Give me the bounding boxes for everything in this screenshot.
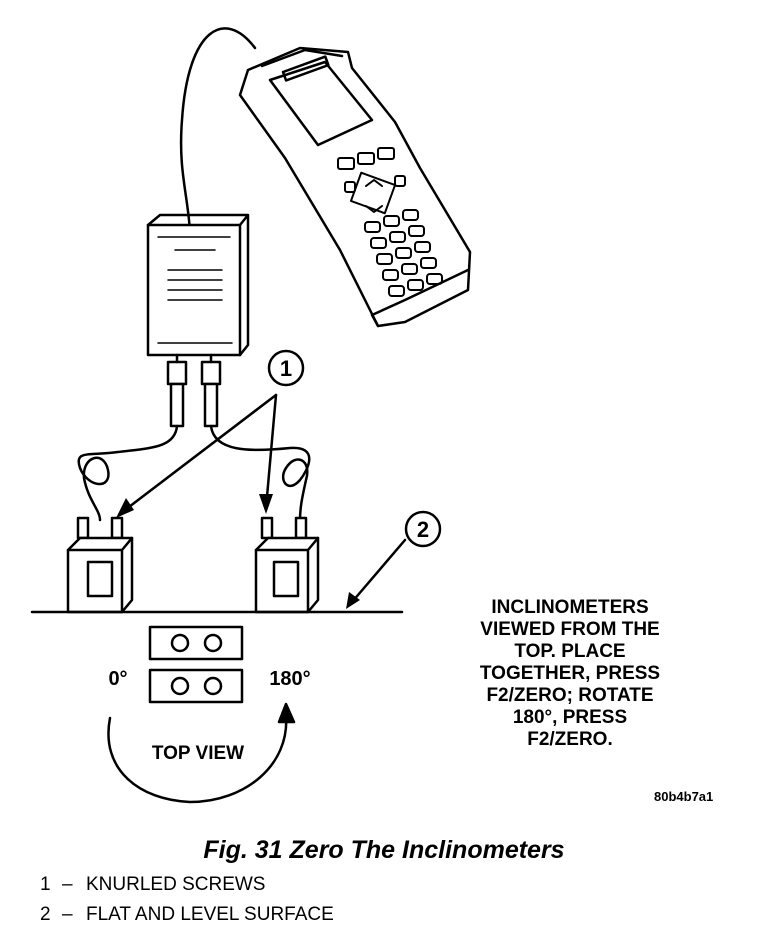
figure-caption: Fig. 31 Zero The Inclinometers [203, 836, 565, 864]
angle-0-label: 0° [108, 668, 127, 690]
instruction-line: TOP. PLACE [514, 641, 626, 662]
tool-cable [179, 27, 257, 234]
scan-tool-keypad [337, 147, 443, 297]
instruction-line: TOGETHER, PRESS [479, 663, 661, 684]
inclinometer-diagram: 1 2 0° 180° TOP VIEW [30, 27, 472, 804]
instruction-line: F2/ZERO; ROTATE [486, 685, 654, 706]
scan-tool [238, 46, 472, 328]
switch-box [146, 213, 250, 357]
callout-2: 2 [404, 510, 442, 548]
top-view-blocks [148, 625, 244, 704]
switch-connectors [166, 353, 222, 428]
legend-text: FLAT AND LEVEL SURFACE [86, 904, 334, 925]
inclinometer-left [66, 516, 134, 614]
right-cable [209, 424, 311, 522]
legend-dash: – [62, 904, 73, 925]
scan-tool-screen [268, 60, 374, 147]
legend-dash: – [62, 874, 73, 895]
legend-item-2: 2–FLAT AND LEVEL SURFACE [40, 904, 334, 926]
instructions-text: INCLINOMETERS VIEWED FROM THE TOP. PLACE… [440, 597, 700, 751]
left-cable [77, 424, 179, 522]
legend-number: 2 [40, 904, 51, 925]
legend-item-1: 1–KNURLED SCREWS [40, 874, 265, 896]
callout-2-leader [350, 538, 407, 604]
instruction-line: F2/ZERO. [527, 729, 613, 750]
legend-number: 1 [40, 874, 51, 895]
arrowhead-right [259, 494, 273, 514]
instruction-line: 180°, PRESS [512, 707, 628, 728]
instruction-line: VIEWED FROM THE [480, 619, 660, 640]
inclinometer-right [254, 516, 320, 614]
legend-text: KNURLED SCREWS [86, 874, 266, 895]
figure-id: 80b4b7a1 [654, 789, 714, 804]
arrowhead-left [116, 498, 134, 518]
callout-1: 1 [267, 349, 305, 387]
svg-text:1: 1 [280, 356, 292, 381]
svg-text:2: 2 [417, 517, 429, 542]
arrowhead-surface [346, 592, 360, 609]
angle-180-label: 180° [269, 668, 310, 690]
rotation-arrow [107, 713, 288, 804]
instruction-line: INCLINOMETERS [491, 597, 649, 618]
top-view-label: TOP VIEW [152, 743, 244, 764]
